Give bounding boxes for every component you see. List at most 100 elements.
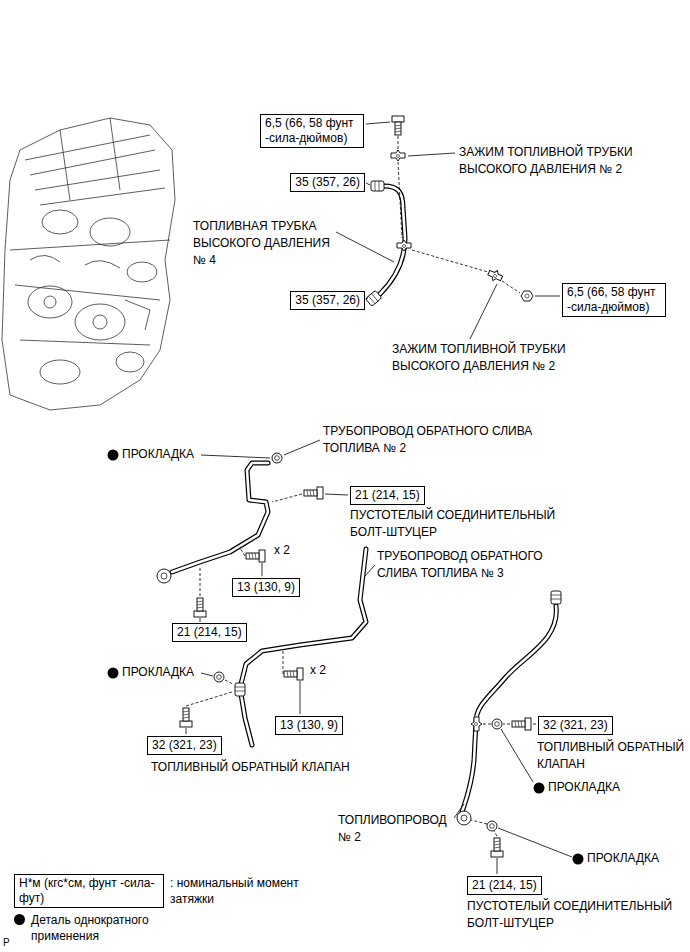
gasket [492,719,502,729]
drawing-part [366,183,370,185]
part-label: ПУСТОТЕЛЫЙ СОЕДИНИТЕЛЬНЫЙ БОЛТ-ШТУЦЕР [350,507,590,541]
legend-swatch [14,914,25,925]
torque-value: 13 (130, 9) [280,718,338,733]
torque-box: 6,5 (66, 58 фунт -сила-дюймов) [260,114,364,148]
part-label-text: ТОПЛИВНЫЙ ОБРАТНЫЙ КЛАПАН [151,760,350,774]
part-label: ЗАЖИМ ТОПЛИВНОЙ ТРУБКИ ВЫСОКОГО ДАВЛЕНИЯ… [392,341,612,375]
part-label: P [3,936,10,949]
drawing-part [200,567,201,596]
drawing-part [42,210,78,234]
drawing-part [366,298,368,299]
part-label: ТОПЛИВНЫЙ ОБРАТНЫЙ КЛАПАН [151,759,411,776]
drawing-part [533,724,536,725]
drawing-part [482,724,491,725]
gasket [214,672,224,682]
drawing-part [90,218,130,246]
drawing-part [371,181,384,191]
drawing-part [494,831,497,836]
nut [521,291,533,301]
part-label-text: ТОПЛИВНАЯ ТРУБКА ВЫСОКОГО ДАВЛЕНИЯ № 4 [193,219,330,267]
drawing-part [551,591,561,604]
leader-lines [186,565,375,734]
torque-value: 21 (214, 15) [472,878,537,893]
drawing-part [186,692,232,706]
part-label-text: ПРОКЛАДКА [122,665,194,679]
drawing-part [240,548,245,556]
bolt [194,598,206,617]
torque-value: 6,5 (66, 58 фунт -сила-дюймов) [265,116,359,146]
drawing-part [408,153,455,156]
part-label-text: x 2 [310,663,326,677]
clamp [391,150,405,161]
dash-lines [398,136,520,293]
torque-value: 13 (130, 9) [237,580,295,595]
torque-box: 35 (357, 26) [290,291,365,310]
part-label-text: x 2 [274,543,290,557]
single-use-dot [108,668,119,679]
torque-box: 35 (357, 26) [290,173,365,192]
drawing-part [535,296,560,297]
dash-lines [186,650,283,706]
drawing-part [44,296,56,308]
part-label: ПРОКЛАДКА [587,850,659,867]
torque-value: 21 (214, 15) [355,488,420,503]
gasket [272,453,282,463]
drawing-part [300,681,301,714]
dash-lines [471,724,510,836]
drawing-part [283,650,284,674]
single-use-dot [573,854,584,865]
drawing-part [235,683,245,696]
drawing-part [2,118,175,410]
drawing-part [200,618,201,622]
drawing-part [157,569,171,583]
return-pipe [157,463,268,583]
drawing-part [502,281,520,293]
drawing-part [336,232,394,262]
engine-sketch [2,118,175,410]
torque-value: 6,5 (66, 58 фунт -сила-дюймов) [567,285,661,315]
part-label: ПУСТОТЕЛЫЙ СОЕДИНИТЕЛЬНЫЙ БОЛТ-ШТУЦЕР [467,898,685,932]
drawing-part [501,729,533,782]
drawing-part [116,352,144,372]
part-label-text: ПРОКЛАДКА [548,780,620,794]
drawing-part [471,820,487,824]
part-label: ТОПЛИВНАЯ ТРУБКА ВЫСОКОГО ДАВЛЕНИЯ № 4 [193,218,333,269]
part-label: ЗАЖИМ ТОПЛИВНОЙ ТРУБКИ ВЫСОКОГО ДАВЛЕНИЯ… [459,144,679,178]
torque-box: 21 (214, 15) [350,486,425,505]
torque-box: 21 (214, 15) [467,876,542,895]
drawing-part [498,828,572,857]
part-label-text: ПРОКЛАДКА [122,447,194,461]
drawing-part [412,250,488,272]
drawing-part [201,455,270,458]
drawing-part [75,304,125,340]
torque-box: 13 (130, 9) [275,716,343,735]
part-label-text: ТРУБОПРОВОД ОБРАТНОГО СЛИВА ТОПЛИВА № 3 [377,549,543,580]
drawing-part [397,240,411,251]
part-label-text: ПРОКЛАДКА [587,851,659,865]
drawing-part [40,360,80,384]
legend-entry: : номинальный момент затяжки [170,875,320,907]
part-label-text: ТОПЛИВОПРОВОД № 2 [338,813,447,844]
drawing-part [30,255,150,330]
torque-box: 32 (321, 23) [147,736,222,755]
drawing-part [225,680,233,684]
part-label: ТОПЛИВОПРОВОД № 2 [338,812,458,846]
drawing-part [262,563,263,576]
drawing-part [398,162,402,238]
legend-entry: Деталь однократного применения [14,912,181,944]
drawing-part [366,122,390,124]
bolt [180,708,192,727]
torque-value: 32 (321, 23) [152,738,217,753]
part-label-text: ПУСТОТЕЛЫЙ СОЕДИНИТЕЛЬНЫЙ БОЛТ-ШТУЦЕР [350,508,555,539]
hollow-bolt [491,838,503,857]
drawing-part [470,284,497,339]
torque-box: Н*м (кгс*см, фунт -сила-фут) [14,874,164,908]
hollow-bolt [304,487,323,499]
drawing-part [172,463,268,572]
torque-value: Н*м (кгс*см, фунт -сила-фут) [19,876,159,906]
torque-value: 21 (214, 15) [177,625,242,640]
clamp [487,268,504,284]
